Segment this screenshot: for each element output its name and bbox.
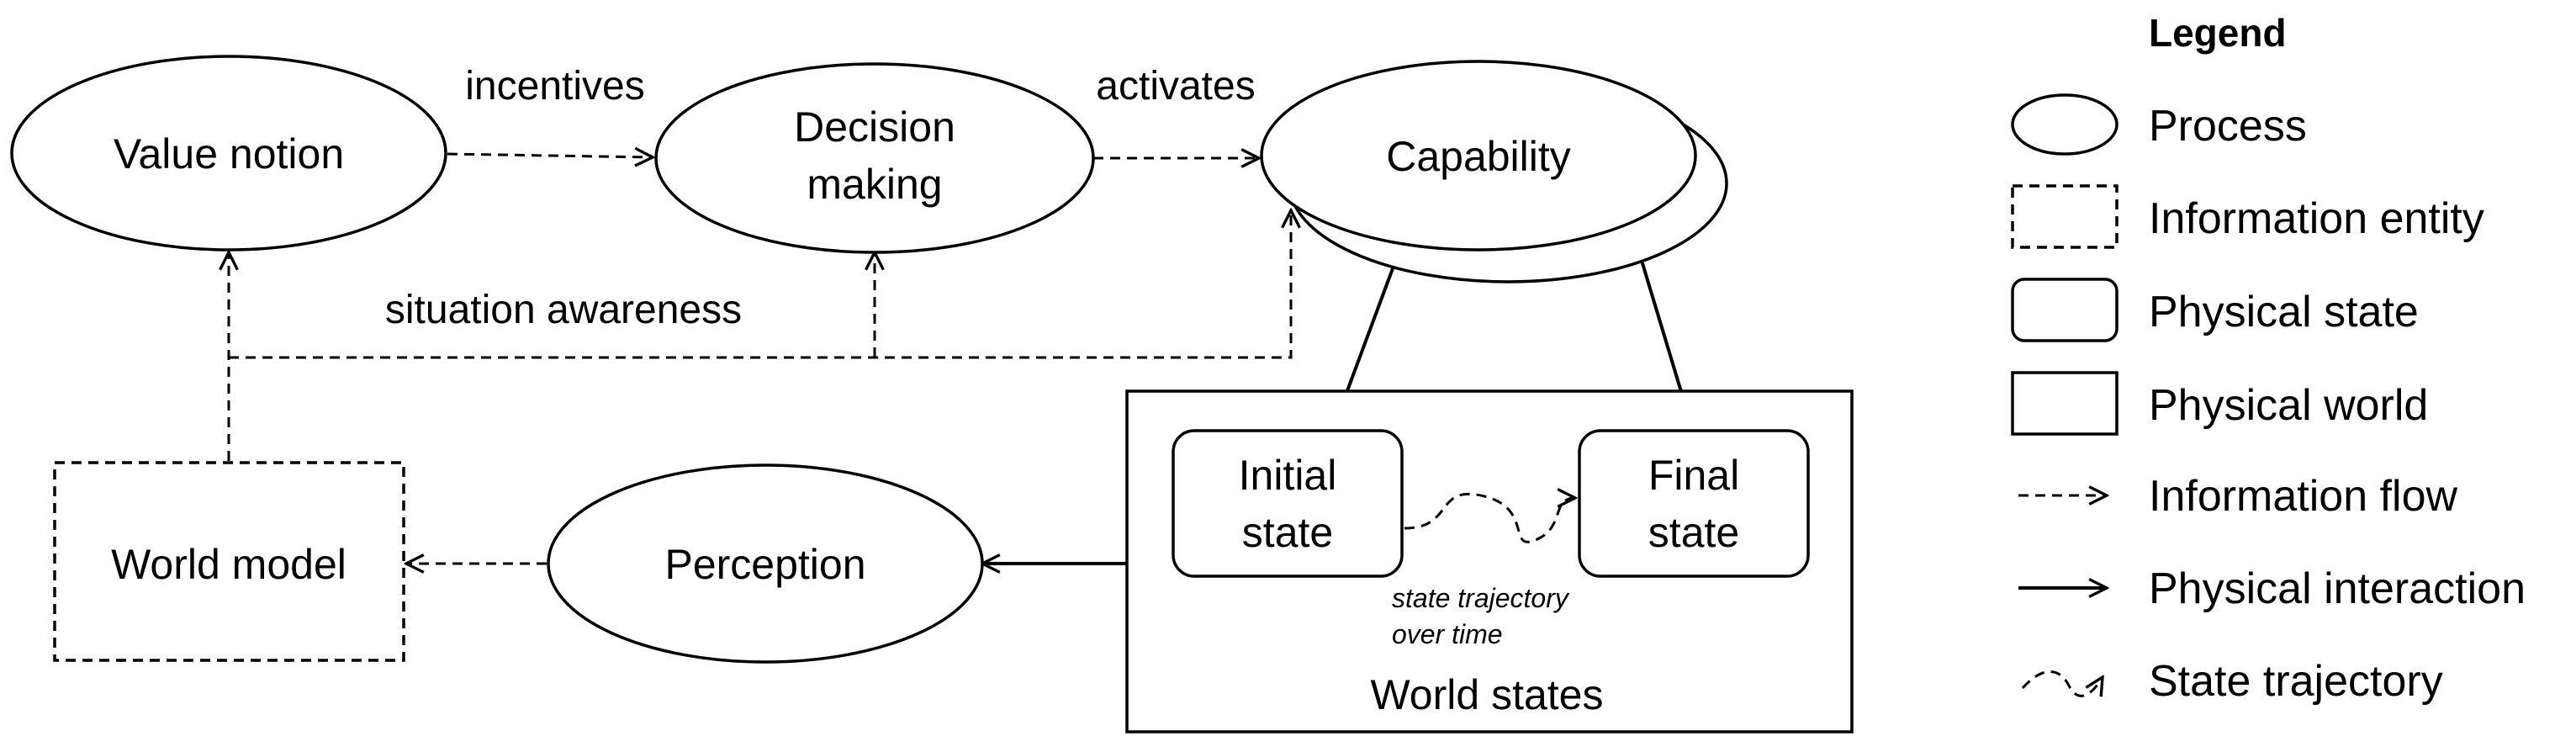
dashed-rect-icon: [2011, 184, 2118, 249]
node-perception-label: Perception: [664, 541, 865, 588]
node-initial-state-label-1: Initial: [1239, 452, 1337, 499]
node-final-state-label-2: state: [1648, 509, 1739, 556]
legend-label-physical-state: Physical state: [2149, 288, 2419, 336]
node-decision-making: [654, 62, 1095, 254]
legend-title: Legend: [2149, 11, 2287, 55]
node-capability: [1260, 60, 1697, 252]
rounded-rect-icon: [2011, 278, 2118, 342]
legend-label-process: Process: [2149, 102, 2307, 151]
legend: Legend Process Information entity Physic…: [2011, 11, 2526, 706]
edge-label-activates: activates: [1096, 64, 1255, 109]
node-world-model: [53, 461, 405, 662]
ellipse-icon: [2011, 93, 2118, 156]
edge-situation-awareness: [229, 210, 1291, 359]
node-decision-making-label-1: Decision: [794, 103, 955, 151]
rect-icon: [2011, 371, 2118, 436]
node-perception: [547, 463, 984, 664]
legend-label-physical-world: Physical world: [2149, 381, 2428, 430]
node-value-notion-label: Value notion: [114, 130, 344, 177]
trajectory-note-1: state trajectory: [1392, 583, 1570, 613]
legend-label-physical-interaction: Physical interaction: [2149, 564, 2526, 613]
node-decision-making-label-2: making: [807, 161, 942, 208]
wavy-arrow-icon: [2021, 670, 2103, 697]
edge-state-trajectory: [1404, 494, 1575, 543]
node-final-state: [1578, 429, 1810, 578]
node-final-state-label-1: Final: [1648, 452, 1739, 499]
node-value-notion: [10, 55, 447, 252]
node-world-model-label: World model: [111, 541, 346, 588]
edge-incentives: [447, 154, 653, 157]
edge-world-to-capability: [1344, 248, 1400, 396]
legend-label-state-trajectory: State trajectory: [2149, 657, 2443, 706]
edge-label-situation-awareness: situation awareness: [385, 288, 742, 332]
node-initial-state: [1172, 429, 1404, 578]
node-initial-state-label-2: state: [1242, 509, 1333, 556]
legend-label-information-entity: Information entity: [2149, 194, 2484, 243]
legend-label-information-flow: Information flow: [2149, 472, 2457, 521]
edge-label-incentives: incentives: [465, 64, 644, 109]
node-world-states-label: World states: [1371, 671, 1604, 718]
trajectory-note-2: over time: [1392, 619, 1503, 649]
node-capability-label: Capability: [1386, 133, 1571, 180]
